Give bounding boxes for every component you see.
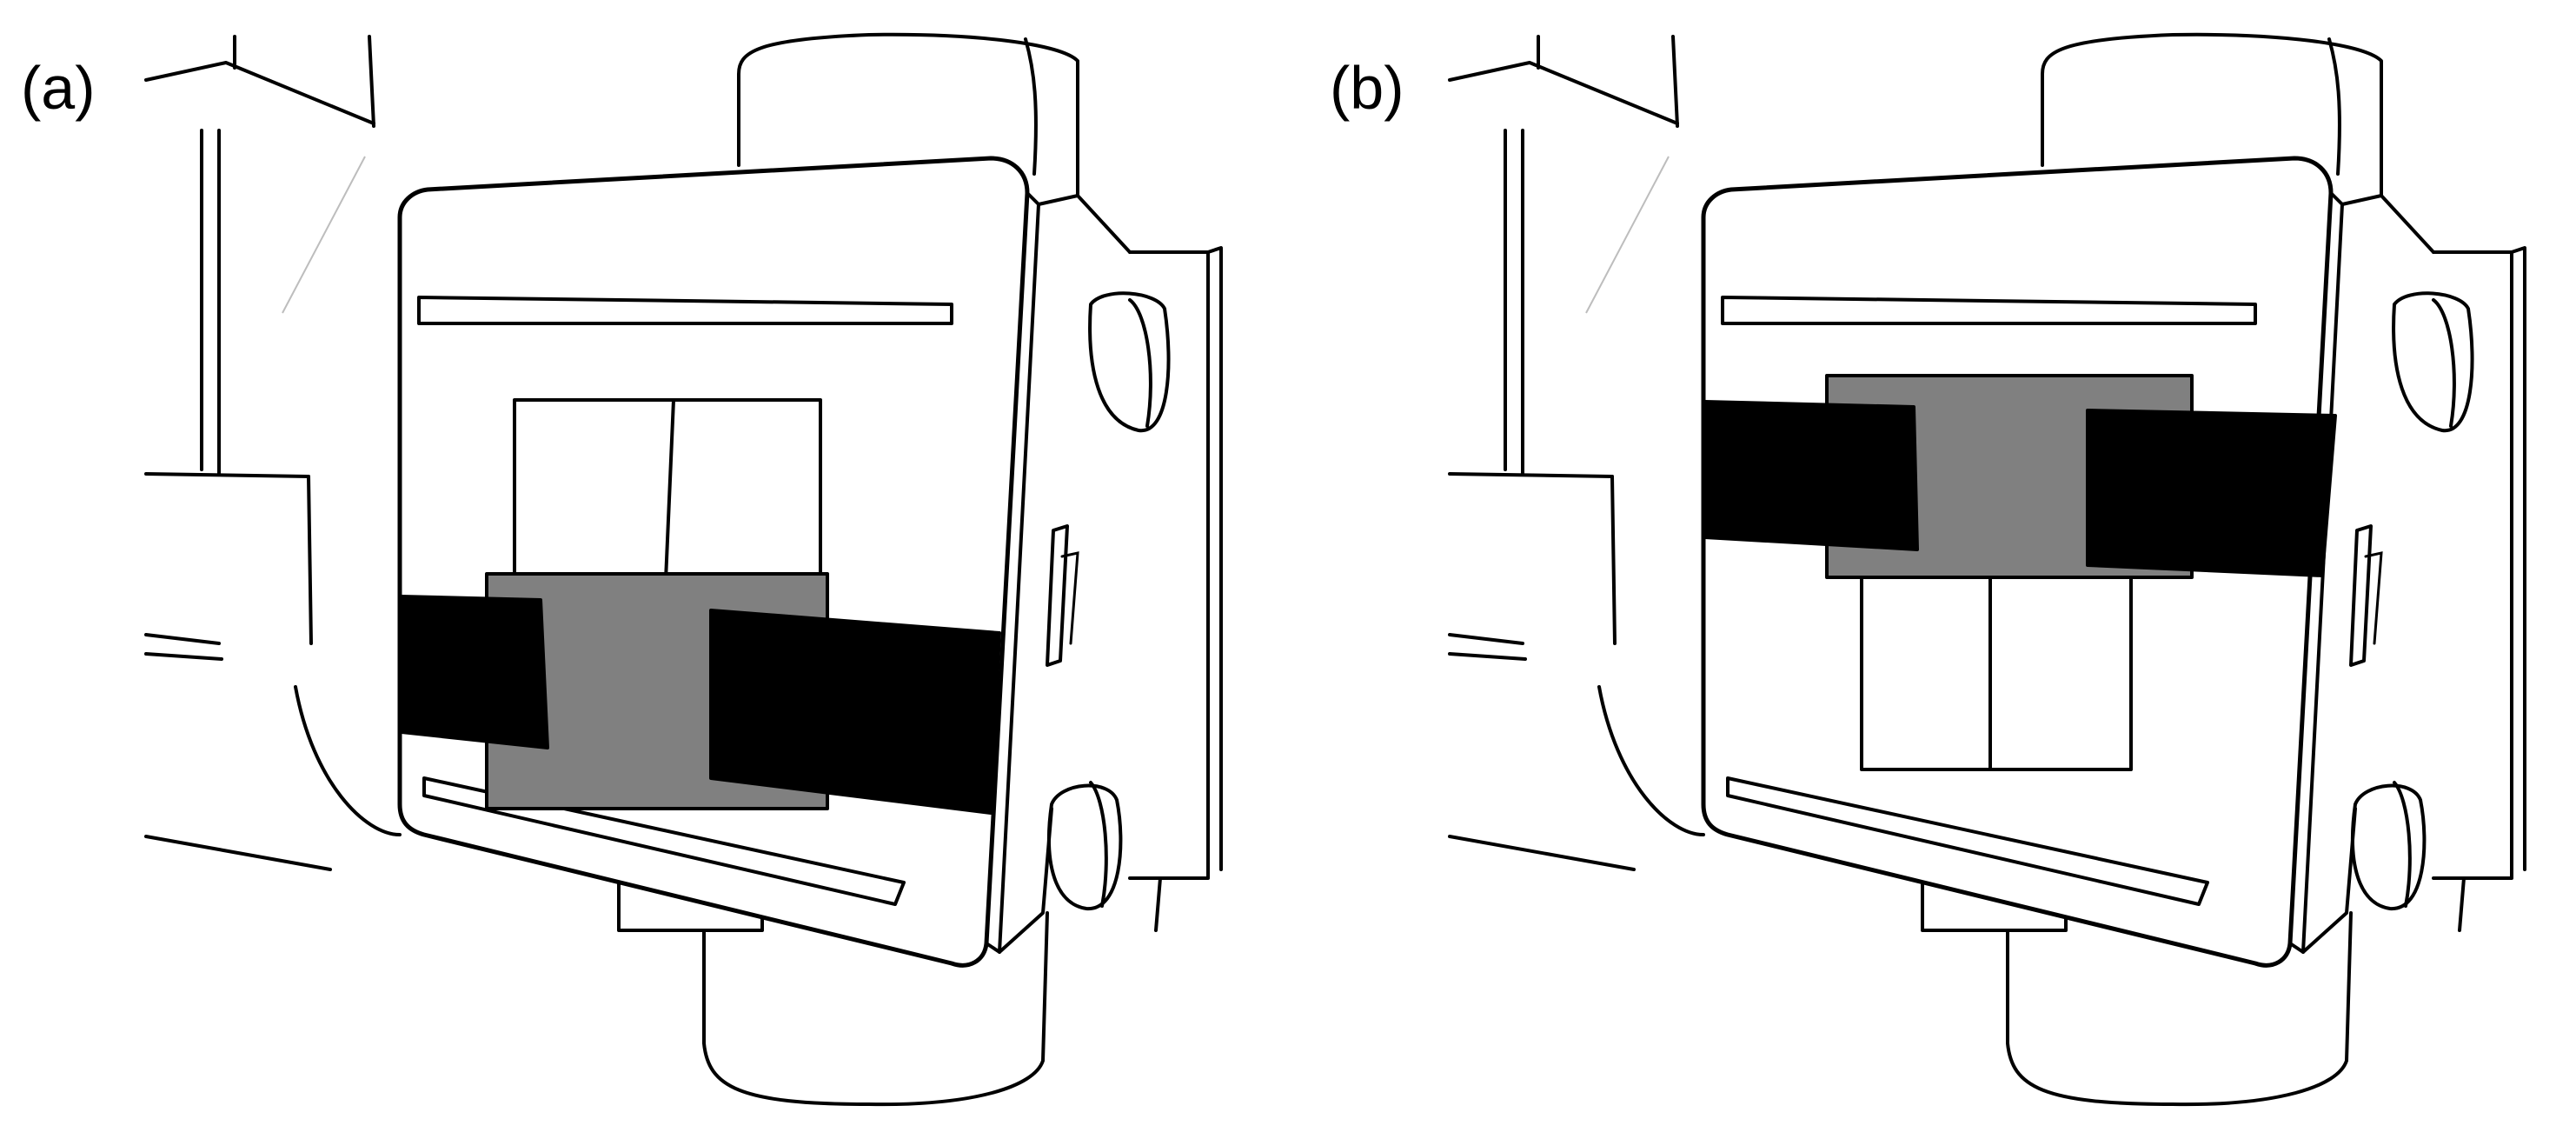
device-illustration-a (144, 32, 1223, 1107)
strap-left-b (1703, 400, 1919, 551)
strap-right-a (709, 609, 1001, 815)
strap-left-a (400, 595, 549, 749)
knob-lower-a (1047, 781, 1123, 911)
device-illustration-b (1448, 32, 2526, 1107)
panel-label-a: (a) (21, 54, 96, 122)
panel-a: (a) (21, 32, 1223, 1107)
device-arm-a (617, 32, 1223, 1107)
panel-b: (b) (1288, 0, 2576, 1139)
strap-right-b (2086, 409, 2337, 577)
side-handle-b (2349, 524, 2383, 667)
detector-plate-a (397, 156, 1132, 968)
background-column-a (144, 35, 402, 871)
background-column-b (1448, 35, 1705, 871)
knob-upper-a (1088, 291, 1171, 433)
side-handle-a (1046, 524, 1079, 667)
knob-lower-b (2351, 781, 2427, 911)
knob-upper-b (2392, 291, 2474, 433)
panel-label-b: (b) (1330, 54, 1404, 122)
